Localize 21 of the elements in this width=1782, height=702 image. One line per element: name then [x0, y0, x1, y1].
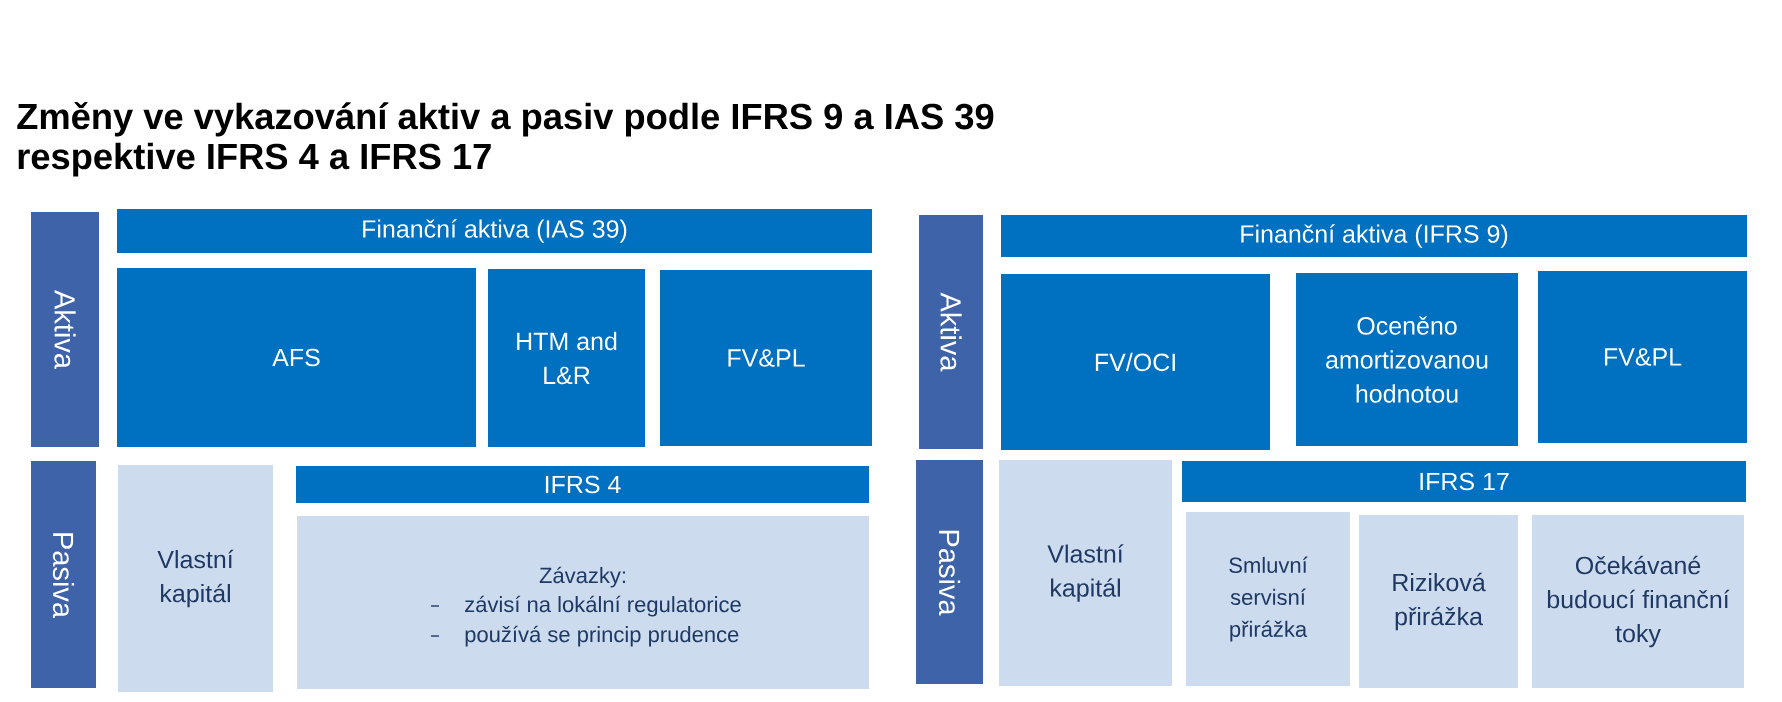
category-box: Oceněno amortizovanou hodnotou — [1296, 273, 1518, 446]
category-box: AFS — [117, 268, 476, 447]
category-box: Vlastní kapitál — [999, 460, 1172, 686]
vertical-label-bar: Pasiva — [916, 460, 983, 684]
vertical-label-bar: Pasiva — [31, 461, 96, 688]
header-bar: Finanční aktiva (IAS 39) — [117, 209, 872, 253]
category-box: FV/OCI — [1001, 274, 1270, 450]
category-box: Riziková přirážka — [1359, 515, 1518, 688]
vertical-label-bar: Aktiva — [919, 215, 983, 449]
header-bar: Finanční aktiva (IFRS 9) — [1001, 215, 1747, 257]
category-box: Závazky: závisí na lokální regulatorice používá se princip prudence — [297, 516, 869, 689]
category-box: FV&PL — [1538, 271, 1747, 443]
title: Změny ve vykazování aktiv a pasiv podle IFRS 9 a IAS 39 respektive IFRS 4 a IFRS 17 — [17, 101, 994, 177]
header-bar: IFRS 4 — [296, 466, 869, 503]
category-box: Vlastní kapitál — [118, 465, 273, 692]
header-bar: IFRS 17 — [1182, 461, 1746, 502]
category-box: Očekávané budoucí finanční toky — [1532, 515, 1744, 688]
category-box: Smluvní servisní přirážka — [1186, 512, 1350, 686]
category-box: HTM and L&R — [488, 269, 645, 447]
category-box: FV&PL — [660, 270, 872, 446]
vertical-label-bar: Aktiva — [31, 212, 99, 447]
